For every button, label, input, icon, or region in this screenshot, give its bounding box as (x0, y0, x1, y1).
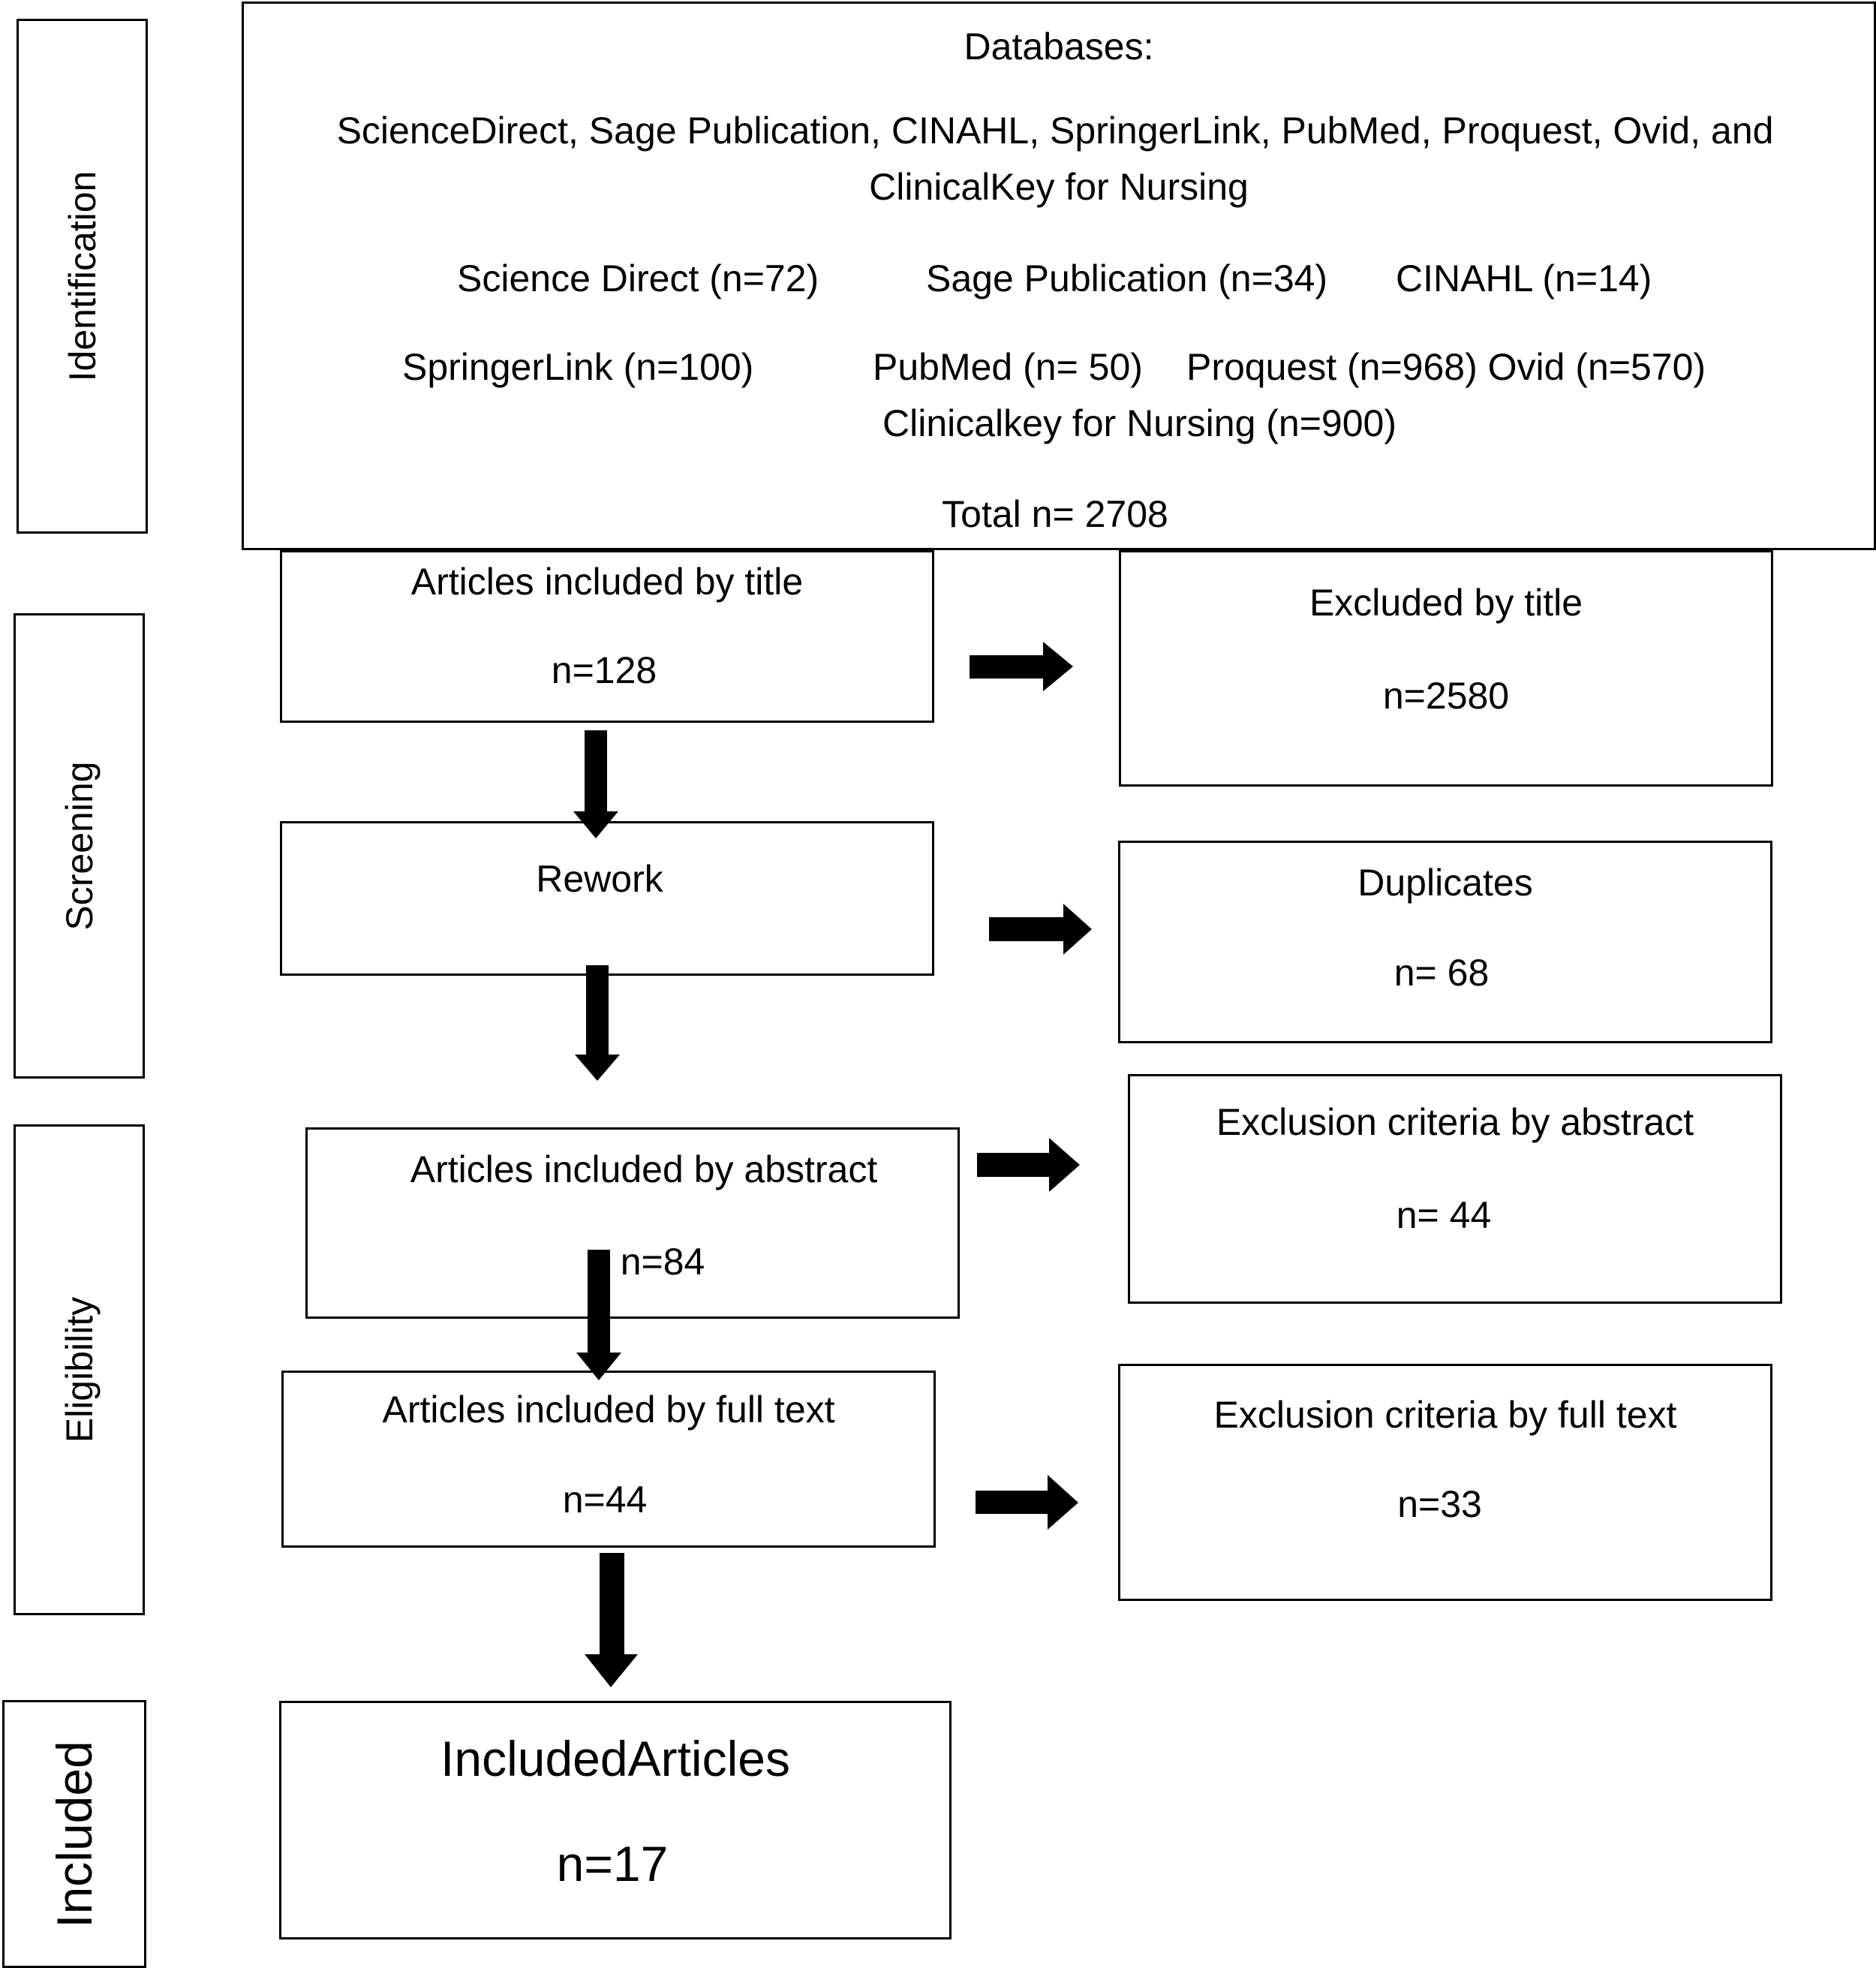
arrow-down-abstract-to-full-text (576, 1250, 621, 1380)
stage-eligibility: Eligibility (14, 1124, 145, 1615)
database-list-line2: ClinicalKey for Nursing (869, 166, 1249, 208)
arrow-down-rework-to-abstract (575, 965, 620, 1081)
database-list-line1: ScienceDirect, Sage Publication, CINAHL,… (336, 110, 1774, 152)
total-count: Total n= 2708 (942, 493, 1168, 535)
databases-heading: Databases: (964, 26, 1154, 68)
excluded-by-title-count: n=2580 (1382, 675, 1510, 717)
duplicates-box: Duplicates n= 68 (1118, 841, 1772, 1043)
included-articles-box: IncludedArticles n=17 (279, 1701, 952, 1939)
arrow-right-to-excluded-by-abstract (977, 1138, 1080, 1192)
stage-identification: Identification (17, 19, 148, 534)
arrow-right-to-excluded-by-full-text (976, 1475, 1078, 1530)
stage-included: Included (2, 1700, 146, 1968)
duplicates-count: n= 68 (1393, 952, 1490, 994)
rework-label: Rework (536, 858, 663, 900)
excluded-by-abstract-count: n= 44 (1396, 1194, 1492, 1236)
duplicates-label: Duplicates (1357, 862, 1533, 904)
included-articles-count: n=17 (556, 1836, 669, 1891)
arrow-right-to-excluded-by-title (970, 642, 1073, 691)
included-by-title-label: Articles included by title (410, 561, 804, 603)
count-springerlink: SpringerLink (n=100) (402, 346, 754, 388)
included-by-abstract-box: Articles included by abstract n=84 (305, 1127, 960, 1319)
included-by-full-text-box: Articles included by full text n=44 (281, 1371, 936, 1548)
arrow-right-to-duplicates (989, 904, 1092, 955)
count-pubmed: PubMed (n= 50) (873, 346, 1143, 388)
excluded-by-abstract-box: Exclusion criteria by abstract n= 44 (1128, 1074, 1782, 1304)
excluded-by-abstract-label: Exclusion criteria by abstract (1216, 1101, 1694, 1143)
included-by-full-text-count: n=44 (562, 1479, 648, 1521)
arrow-down-title-to-rework (573, 730, 618, 838)
included-by-title-count: n=128 (551, 649, 657, 691)
excluded-by-full-text-count: n=33 (1397, 1483, 1482, 1525)
count-proquest-ovid: Proquest (n=968) Ovid (n=570) (1186, 346, 1706, 388)
excluded-by-full-text-label: Exclusion criteria by full text (1213, 1394, 1677, 1436)
included-by-abstract-count: n=84 (620, 1241, 705, 1283)
included-by-full-text-label: Articles included by full text (382, 1389, 835, 1431)
count-cinahl: CINAHL (n=14) (1396, 257, 1652, 299)
stage-screening: Screening (14, 613, 145, 1079)
excluded-by-full-text-box: Exclusion criteria by full text n=33 (1118, 1364, 1772, 1601)
excluded-by-title-box: Excluded by title n=2580 (1119, 550, 1773, 787)
included-by-title-box: Articles included by title n=128 (280, 550, 934, 723)
count-science-direct: Science Direct (n=72) (457, 257, 819, 299)
included-articles-label: IncludedArticles (440, 1731, 790, 1786)
arrow-down-full-text-to-included (585, 1553, 638, 1687)
count-sage: Sage Publication (n=34) (926, 257, 1328, 299)
identification-box: Databases: ScienceDirect, Sage Publicati… (242, 2, 1876, 550)
count-clinicalkey: Clinicalkey for Nursing (n=900) (882, 402, 1397, 444)
included-by-abstract-label: Articles included by abstract (410, 1148, 878, 1190)
excluded-by-title-label: Excluded by title (1309, 582, 1583, 624)
